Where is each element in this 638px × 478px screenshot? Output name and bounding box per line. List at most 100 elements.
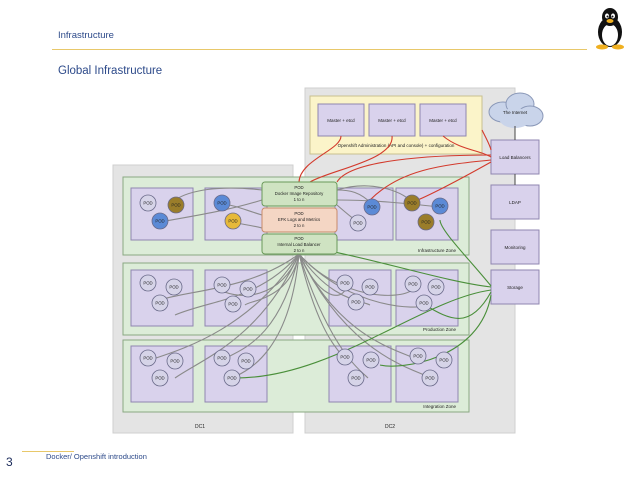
master-caption: Openshift Administration (API and consol… (338, 143, 455, 148)
pod-label-25: POD (155, 376, 164, 381)
efk-logs-pod (261, 207, 338, 233)
pod-23 (139, 349, 157, 367)
pod-2 (167, 196, 185, 214)
pod-label-26: POD (217, 356, 226, 361)
storage-label: Storage (507, 285, 523, 290)
pod-10 (417, 213, 435, 231)
pod-21 (427, 278, 445, 296)
node-3 (334, 187, 394, 241)
pod-31 (347, 369, 365, 387)
connection-line-10 (174, 253, 300, 379)
pod-28 (223, 369, 241, 387)
pod-6 (363, 198, 381, 216)
pod-label-30: POD (366, 358, 375, 363)
master-label-1: Master + etcd (327, 118, 355, 123)
pod-27 (237, 352, 255, 370)
pod-16 (224, 295, 242, 313)
tux-penguin-logo (596, 8, 624, 50)
lb-pod-line2: 2 to n (294, 248, 305, 253)
footer-text: Docker/ Openshift introduction (46, 452, 147, 461)
pod-label-16: POD (228, 302, 237, 307)
footer-divider (22, 451, 74, 452)
pod-25 (151, 369, 169, 387)
pod-label-11: POD (143, 281, 152, 286)
pod-1 (139, 194, 157, 212)
registry-pod-line1: Docker Image Repository (275, 191, 324, 196)
internet-cloud (488, 92, 544, 128)
connection-line-28 (481, 129, 492, 151)
pod-30 (362, 351, 380, 369)
pod-3 (151, 212, 169, 230)
efk-pod-title: POD (294, 211, 303, 216)
pod-label-1: POD (143, 201, 152, 206)
pod-17 (336, 274, 354, 292)
pod-label-33: POD (439, 358, 448, 363)
pod-label-23: POD (143, 356, 152, 361)
pod-5 (224, 212, 242, 230)
pod-label-3: POD (155, 219, 164, 224)
pod-label-6: POD (367, 205, 376, 210)
pod-label-28: POD (227, 376, 236, 381)
internal-lb-pod (261, 233, 338, 255)
section-title: Infrastructure (58, 30, 114, 41)
pod-label-10: POD (421, 220, 430, 225)
infrastructure-zone-label: Infrastructure Zone (418, 248, 457, 253)
pod-label-2: POD (171, 203, 180, 208)
pod-22 (415, 294, 433, 312)
dc1-label: DC1 (195, 424, 205, 430)
connection-line-17 (174, 187, 263, 201)
pod-label-17: POD (340, 281, 349, 286)
lb-pod-title: POD (294, 236, 303, 241)
master-node-1 (317, 103, 365, 137)
pod-13 (151, 294, 169, 312)
connection-line-14 (298, 253, 369, 379)
connection-line-6 (298, 253, 371, 306)
pod-26 (213, 349, 231, 367)
efk-pod-line1: EFK Logs and Metrics (278, 217, 320, 222)
registry-pod-title: POD (294, 185, 303, 190)
connection-line-18 (159, 199, 263, 223)
efk-pod-line2: 2 to n (294, 223, 305, 228)
connection-line-35 (231, 289, 492, 379)
production-zone-label: Production Zone (423, 327, 457, 332)
pod-11 (139, 274, 157, 292)
pod-24 (166, 352, 184, 370)
pod-label-7: POD (353, 221, 362, 226)
pod-label-32: POD (413, 354, 422, 359)
pod-label-15: POD (243, 287, 252, 292)
pod-9 (431, 197, 449, 215)
pod-label-13: POD (155, 301, 164, 306)
connection-line-36 (424, 291, 492, 319)
pod-label-21: POD (431, 285, 440, 290)
registry-pod-line2: 1 to n (294, 197, 305, 202)
pod-label-14: POD (217, 283, 226, 288)
connection-line-25 (298, 135, 342, 183)
pod-33 (435, 351, 453, 369)
pod-label-31: POD (351, 376, 360, 381)
pod-19 (347, 293, 365, 311)
load-balancers-label: Load Balancers (499, 155, 531, 160)
page-title: Global Infrastructure (58, 65, 163, 77)
connection-line-26 (309, 135, 393, 183)
pod-15 (239, 280, 257, 298)
connection-line-31 (336, 154, 492, 183)
ldap-box (490, 184, 540, 220)
internet-label: The Internet (503, 110, 528, 115)
monitoring-box (490, 229, 540, 265)
dc2-label: DC2 (385, 424, 395, 430)
lb-pod-line1: Internal Load Balancer (277, 242, 321, 247)
pod-8 (403, 194, 421, 212)
pod-4 (213, 194, 231, 212)
pod-29 (336, 348, 354, 366)
pod-label-27: POD (241, 359, 250, 364)
pod-label-20: POD (408, 282, 417, 287)
master-label-2: Master + etcd (378, 118, 406, 123)
page-number: 3 (6, 455, 13, 469)
header-divider (52, 49, 587, 50)
pod-label-5: POD (228, 219, 237, 224)
pod-32 (409, 347, 427, 365)
pod-label-9: POD (435, 204, 444, 209)
pod-34 (421, 369, 439, 387)
pod-label-29: POD (340, 355, 349, 360)
